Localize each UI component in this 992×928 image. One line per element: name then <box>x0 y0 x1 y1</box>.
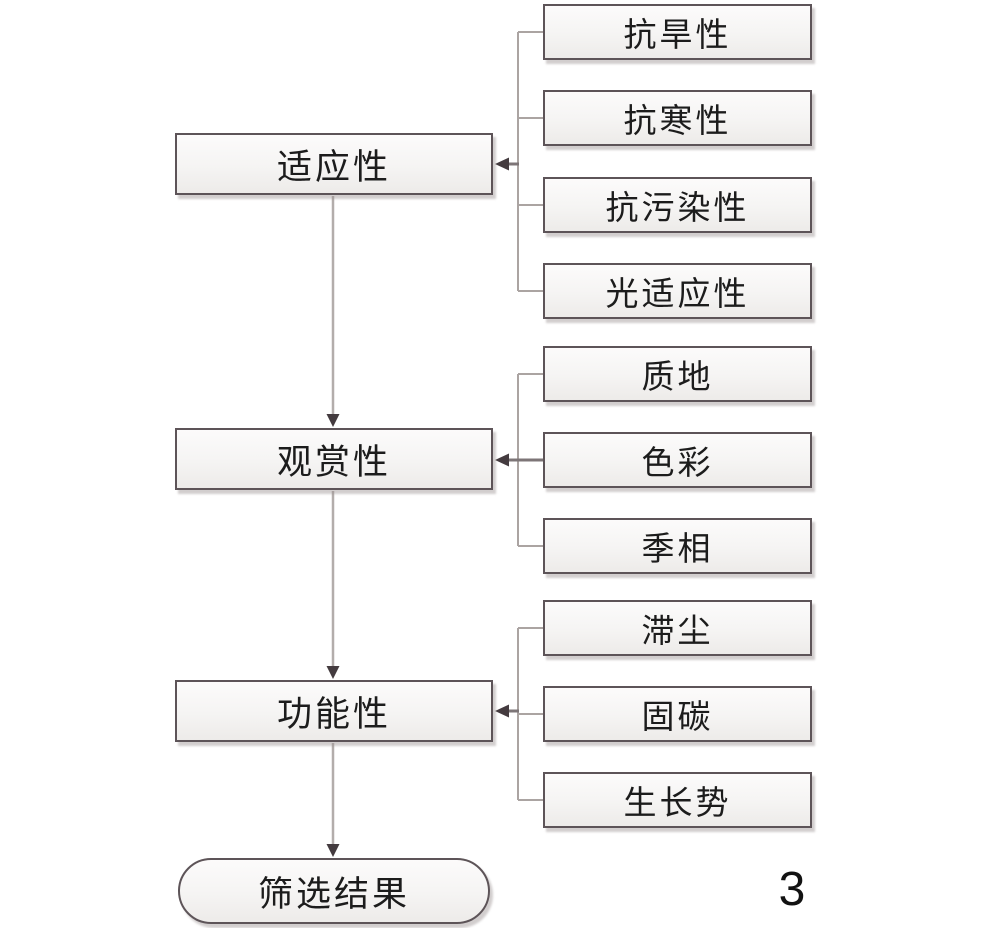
node-selection-result-label: 筛选结果 <box>257 874 410 914</box>
node-cold-resistance-label: 抗寒性 <box>623 102 732 139</box>
node-color[interactable]: 色彩 <box>543 432 812 488</box>
node-dust-retention[interactable]: 滞尘 <box>543 600 812 656</box>
figure-number: 3 <box>778 863 806 916</box>
node-seasonal-aspect-label: 季相 <box>641 530 714 567</box>
node-functionality[interactable]: 功能性 <box>175 680 493 742</box>
node-drought-resistance[interactable]: 抗旱性 <box>543 4 812 60</box>
node-adaptability[interactable]: 适应性 <box>175 133 493 195</box>
flow-arrowhead-2-icon <box>326 666 340 679</box>
node-light-adaptability[interactable]: 光适应性 <box>543 263 812 319</box>
node-texture-label: 质地 <box>641 358 714 395</box>
node-drought-resistance-label: 抗旱性 <box>623 16 732 53</box>
node-dust-retention-label: 滞尘 <box>641 612 714 649</box>
flow-arrowhead-3-icon <box>326 844 340 857</box>
node-carbon-fixation[interactable]: 固碳 <box>543 686 812 742</box>
node-seasonal-aspect[interactable]: 季相 <box>543 518 812 574</box>
node-light-adaptability-label: 光适应性 <box>605 275 750 312</box>
node-ornamental[interactable]: 观赏性 <box>175 428 493 490</box>
node-carbon-fixation-label: 固碳 <box>641 698 714 735</box>
node-selection-result[interactable]: 筛选结果 <box>178 858 490 924</box>
node-growth-vigor-label: 生长势 <box>623 784 732 821</box>
node-pollution-resistance[interactable]: 抗污染性 <box>543 177 812 233</box>
group2-bracket <box>517 373 543 547</box>
node-ornamental-label: 观赏性 <box>276 442 391 482</box>
node-growth-vigor[interactable]: 生长势 <box>543 772 812 828</box>
node-cold-resistance[interactable]: 抗寒性 <box>543 90 812 146</box>
group3-bracket <box>517 627 543 801</box>
node-texture[interactable]: 质地 <box>543 346 812 402</box>
node-pollution-resistance-label: 抗污染性 <box>605 189 750 226</box>
node-adaptability-label: 适应性 <box>276 147 391 187</box>
group1-bracket <box>517 31 543 292</box>
group1-arrowhead-icon <box>495 157 509 171</box>
group2-arrowhead-icon <box>495 453 509 467</box>
flow-arrowhead-1-icon <box>326 414 340 427</box>
group3-arrowhead-icon <box>495 704 509 718</box>
node-color-label: 色彩 <box>641 444 714 481</box>
node-functionality-label: 功能性 <box>276 694 391 734</box>
